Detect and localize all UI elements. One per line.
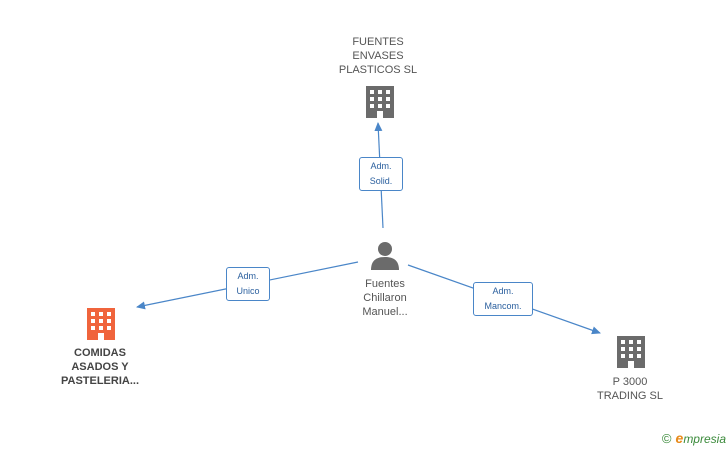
building-icon[interactable] xyxy=(366,86,394,118)
edge-label-adm-solid: Adm. Solid. xyxy=(359,157,403,191)
right-company-label[interactable]: P 3000 TRADING SL xyxy=(596,376,663,402)
brand-logo: © empresia xyxy=(662,430,726,446)
building-icon[interactable] xyxy=(87,308,115,340)
edge-label-adm-unico: Adm. Unico xyxy=(226,267,270,301)
brand-initial: e xyxy=(675,430,684,446)
person-label[interactable]: Fuentes Chillaron Manuel... xyxy=(362,278,408,318)
copyright-symbol: © xyxy=(661,430,672,446)
brand-name: mpresia xyxy=(683,432,726,446)
top-company-label[interactable]: FUENTES ENVASES PLASTICOS SL xyxy=(338,36,418,76)
person-icon[interactable] xyxy=(371,242,399,270)
left-company-label[interactable]: COMIDAS ASADOS Y PASTELERIA... xyxy=(60,347,140,387)
building-icon[interactable] xyxy=(617,336,645,368)
edge-label-adm-mancom: Adm. Mancom. xyxy=(473,282,533,316)
